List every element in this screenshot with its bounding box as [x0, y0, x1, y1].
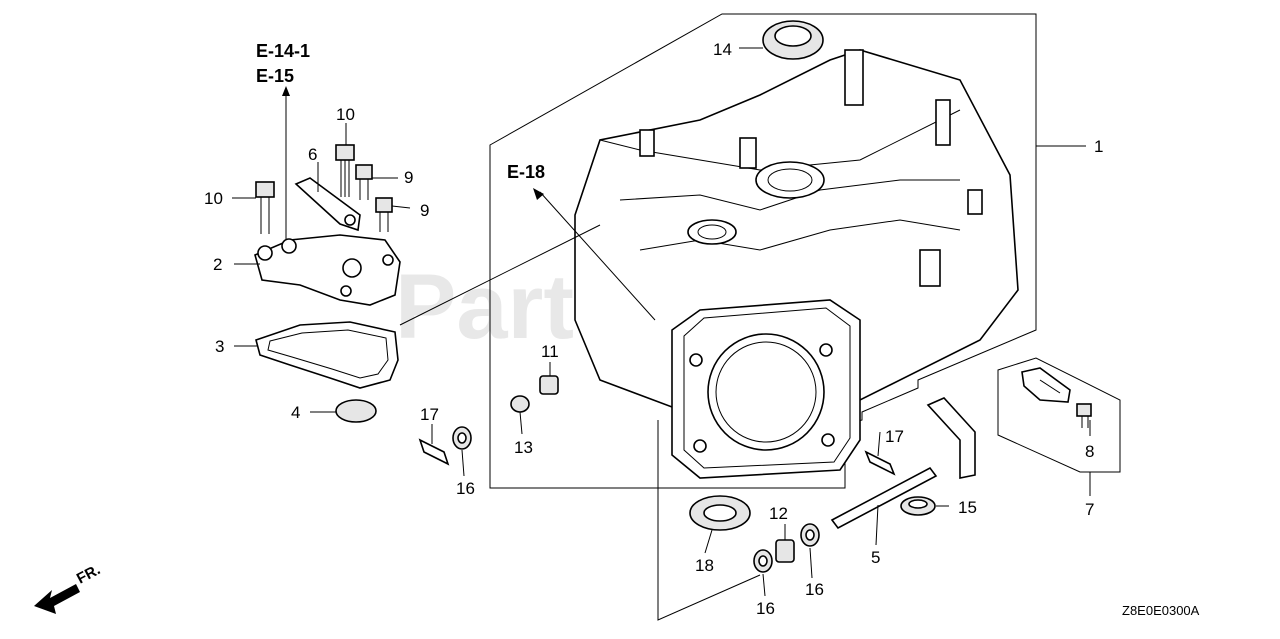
callout-13: 13	[514, 438, 533, 457]
clip-17-left	[418, 438, 450, 466]
callout-12: 12	[769, 504, 788, 523]
callout-1: 1	[1094, 137, 1103, 156]
callout-9-lower: 9	[420, 201, 429, 220]
callout-16-right: 16	[805, 580, 824, 599]
breather-plate-6	[294, 177, 361, 232]
seal-15	[900, 496, 936, 516]
dowel-11	[539, 375, 559, 395]
gasket-3	[255, 321, 399, 389]
front-arrow: FR.	[34, 561, 103, 614]
callout-9-upper: 9	[404, 168, 413, 187]
oil-seal-14	[762, 20, 824, 60]
bolt-9-lower	[375, 197, 393, 232]
diagram-code: Z8E0E0300A	[1122, 603, 1200, 618]
callout-11: 11	[541, 342, 559, 361]
callout-17-left: 17	[420, 405, 439, 424]
screw-8	[1076, 403, 1092, 428]
lower-bracket	[657, 420, 761, 621]
callout-8: 8	[1085, 442, 1094, 461]
callout-15: 15	[958, 498, 977, 517]
plug-4	[335, 399, 377, 423]
washer-16-right	[800, 523, 820, 547]
clip-17-right	[864, 450, 896, 476]
ref-e18: E-18	[507, 162, 545, 182]
callout-16-left: 16	[456, 479, 475, 498]
callout-16-mid: 16	[756, 599, 775, 618]
ref-e15: E-15	[256, 66, 294, 86]
cylinder-block	[574, 49, 1019, 479]
washer-16-left	[452, 426, 472, 450]
callout-5: 5	[871, 548, 880, 567]
front-marker-label: FR.	[74, 561, 103, 587]
callout-6: 6	[308, 145, 317, 164]
callout-10-upper: 10	[336, 105, 355, 124]
callout-10-left: 10	[204, 189, 223, 208]
bolt-9-upper	[355, 164, 373, 200]
leader-lines	[232, 47, 1091, 597]
callout-3: 3	[215, 337, 224, 356]
oil-sensor-7	[1021, 367, 1071, 403]
sensor-frame	[997, 357, 1121, 473]
callout-17-right: 17	[885, 427, 904, 446]
washer-16-mid	[753, 549, 773, 573]
breather-cover-2	[254, 234, 401, 306]
dowel-12	[775, 539, 795, 563]
bolt-10-left	[255, 181, 275, 234]
bearing-18	[689, 495, 751, 531]
callout-14: 14	[713, 40, 732, 59]
callout-18: 18	[695, 556, 714, 575]
callout-2: 2	[213, 255, 222, 274]
assembly-frame	[489, 13, 1037, 489]
ref-e14-1: E-14-1	[256, 41, 310, 61]
callout-7: 7	[1085, 500, 1094, 519]
callout-4: 4	[291, 403, 300, 422]
bolt-10-upper	[335, 144, 355, 197]
nut-13	[510, 395, 530, 413]
shaft-5	[830, 397, 976, 530]
